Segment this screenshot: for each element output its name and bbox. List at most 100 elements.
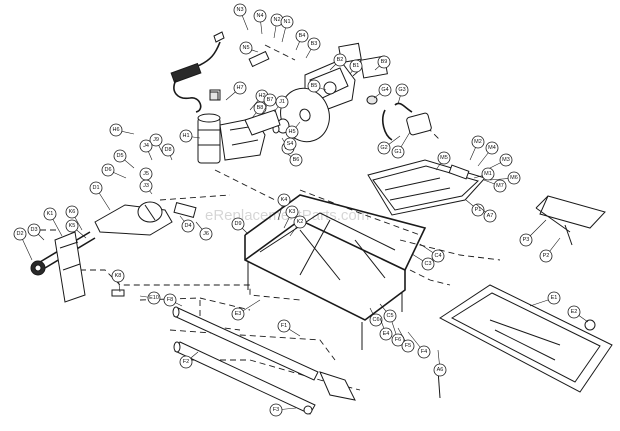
callout-bubble xyxy=(65,219,79,233)
callout-e10: E10 xyxy=(139,291,161,305)
callout-m5: M5 xyxy=(435,151,451,171)
callout-n4: N4 xyxy=(253,9,267,35)
callout-k1: K1 xyxy=(43,207,63,237)
callout-m7: M7 xyxy=(483,179,507,193)
motor-unit xyxy=(197,91,281,164)
callout-f1: F1 xyxy=(277,319,301,337)
callout-e2: E2 xyxy=(567,305,589,323)
callout-h6: H6 xyxy=(109,123,135,137)
callout-label: F8 xyxy=(167,297,173,303)
callout-f5: F5 xyxy=(397,327,415,353)
callout-b2: B2 xyxy=(329,53,347,71)
cutting-table xyxy=(367,159,486,216)
callout-label: F1 xyxy=(281,323,287,329)
callout-label: F4 xyxy=(421,349,427,355)
callout-c3: C3 xyxy=(411,253,435,271)
callout-k3: K3 xyxy=(283,205,299,229)
callout-bubble xyxy=(179,355,193,369)
callout-label: H7 xyxy=(236,85,243,91)
callout-label: M4 xyxy=(488,145,496,151)
callout-c5: C5 xyxy=(379,303,397,323)
callout-a7: A7 xyxy=(475,203,497,223)
callout-label: D5 xyxy=(116,153,123,159)
callout-j3: J3 xyxy=(139,179,153,195)
callout-bubble xyxy=(253,101,267,115)
callout-bubble xyxy=(519,233,533,247)
callout-h5: H5 xyxy=(285,121,301,139)
callout-p3: P3 xyxy=(519,219,547,247)
callout-bubble xyxy=(277,319,291,333)
callout-j1: J1 xyxy=(273,95,289,113)
callout-label: N2 xyxy=(273,17,280,23)
callout-label: G1 xyxy=(394,149,401,155)
callout-m1: M1 xyxy=(473,167,495,181)
callout-bubble xyxy=(161,143,175,157)
callout-bubble xyxy=(199,227,213,241)
callout-bubble xyxy=(493,179,507,193)
callout-label: P2 xyxy=(543,253,550,259)
left-leg xyxy=(30,231,125,303)
rail-tubes xyxy=(172,306,441,415)
callout-d2: D2 xyxy=(13,227,33,261)
callout-bubble xyxy=(65,205,79,219)
callout-label: H5 xyxy=(288,129,295,135)
callout-m3: M3 xyxy=(485,153,513,171)
callout-bubble xyxy=(289,153,303,167)
callout-label: M2 xyxy=(474,139,482,145)
callout-bubble xyxy=(547,291,561,305)
callout-label: D6 xyxy=(104,167,111,173)
callout-b3: B3 xyxy=(305,37,321,59)
callout-bubble xyxy=(471,203,485,217)
callout-label: M5 xyxy=(440,155,448,161)
callout-bubble xyxy=(285,205,299,219)
callout-label: K3 xyxy=(289,209,296,215)
callout-bubble xyxy=(383,309,397,323)
callout-bubble xyxy=(43,207,57,221)
callout-b4: B4 xyxy=(295,29,309,51)
callout-g1: G1 xyxy=(391,131,411,159)
callout-bubble xyxy=(253,9,267,23)
callout-label: G4 xyxy=(381,87,388,93)
callout-h7: H7 xyxy=(225,81,247,101)
callout-d3: D3 xyxy=(27,223,45,241)
callout-bubble xyxy=(89,181,103,195)
callout-n3: N3 xyxy=(233,3,249,31)
callout-bubble xyxy=(239,41,253,55)
callout-label: C4 xyxy=(434,253,441,259)
callout-f8: F8 xyxy=(163,293,183,307)
callout-f6: F6 xyxy=(391,321,405,347)
callout-label: D2 xyxy=(16,231,23,237)
callout-m6: M6 xyxy=(489,171,521,185)
callout-label: B8 xyxy=(257,105,264,111)
callout-label: B6 xyxy=(293,157,300,163)
callout-bubble xyxy=(333,53,347,67)
callout-label: B4 xyxy=(299,33,306,39)
callout-label: J3 xyxy=(143,183,149,189)
callout-bubble xyxy=(349,59,363,73)
callout-bubble xyxy=(485,141,499,155)
callout-label: H2 xyxy=(258,93,265,99)
callout-b5: B5 xyxy=(307,79,327,93)
callout-label: F5 xyxy=(405,343,411,349)
callout-bubble xyxy=(27,223,41,237)
callout-g4: G4 xyxy=(373,83,392,99)
callout-bubble xyxy=(395,83,409,97)
callout-label: P3 xyxy=(523,237,530,243)
callout-label: D8 xyxy=(164,147,171,153)
callout-bubble xyxy=(233,81,247,95)
callout-bubble xyxy=(111,269,125,283)
callout-bubble xyxy=(293,215,307,229)
callout-h1: H1 xyxy=(179,129,201,143)
callout-label: B1 xyxy=(353,63,360,69)
callout-bubble xyxy=(401,339,415,353)
callout-label: N1 xyxy=(283,19,290,25)
callout-label: H1 xyxy=(182,133,189,139)
callout-n1: N1 xyxy=(280,15,294,43)
callout-bubble xyxy=(377,141,391,155)
callout-label: B9 xyxy=(381,59,388,65)
callout-bubble xyxy=(149,133,163,147)
callout-bubble xyxy=(377,55,391,69)
callout-label: K6 xyxy=(69,209,76,215)
callout-bubble xyxy=(275,95,289,109)
